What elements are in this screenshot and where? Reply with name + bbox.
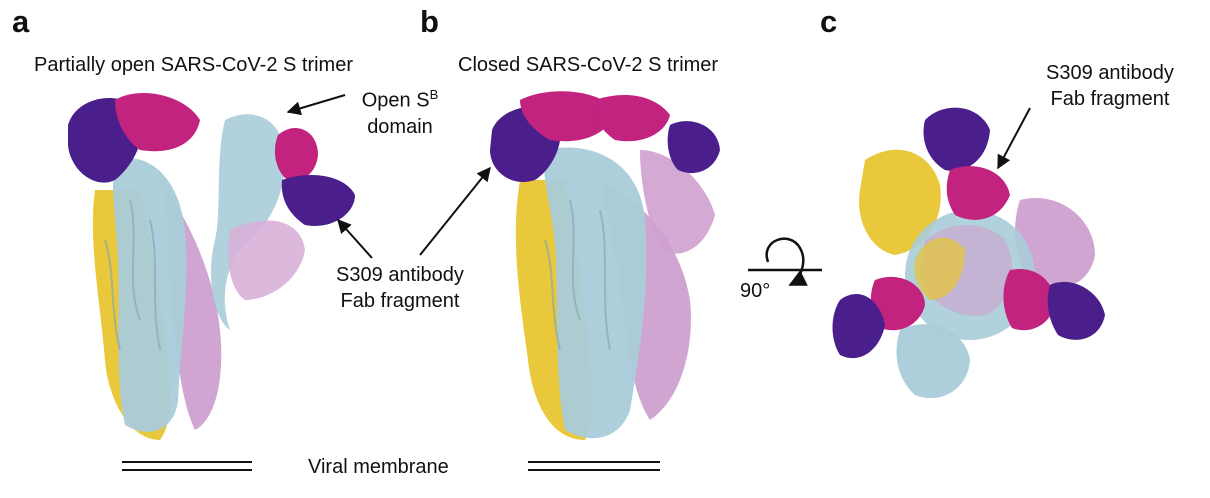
rotation-icon	[748, 237, 822, 287]
structure-b	[490, 91, 720, 440]
arrow-fab-c	[997, 107, 1031, 170]
panel-label-a: a	[12, 4, 30, 39]
panel-label-c: c	[820, 4, 838, 39]
panel-a-title: Partially open SARS-CoV-2 S trimer	[34, 54, 354, 76]
arrow-open-sb	[286, 94, 346, 116]
arrow-fab-b	[419, 166, 491, 256]
membrane-lines-b	[528, 461, 660, 471]
arrow-fab-a	[337, 218, 373, 259]
fab-annotation-ab: S309 antibody Fab fragment	[336, 264, 464, 312]
structure-a	[68, 92, 355, 440]
structure-c	[832, 107, 1105, 399]
rotation-label: 90°	[740, 280, 771, 302]
panel-b-title: Closed SARS-CoV-2 S trimer	[458, 54, 719, 76]
panel-label-b: b	[420, 4, 439, 39]
open-sb-annotation: Open SB domain	[361, 87, 439, 138]
membrane-label: Viral membrane	[308, 456, 449, 478]
fab-annotation-c: S309 antibody Fab fragment	[1046, 62, 1174, 110]
membrane-lines-a	[122, 461, 252, 471]
